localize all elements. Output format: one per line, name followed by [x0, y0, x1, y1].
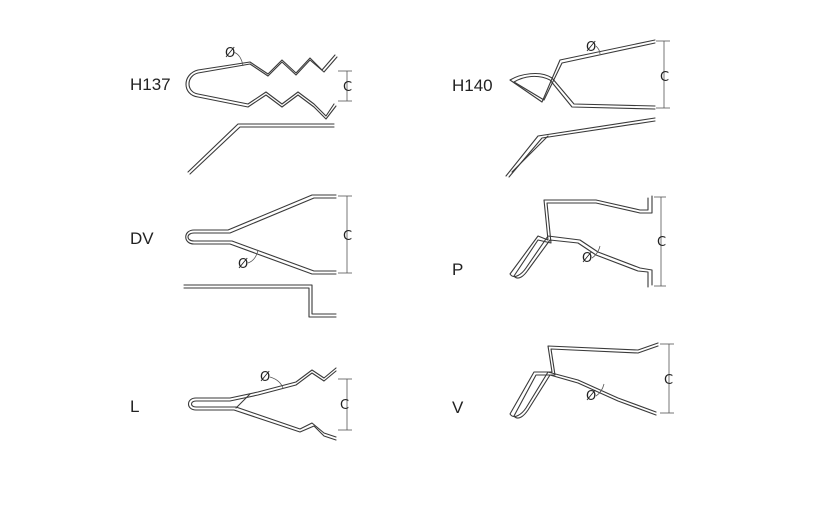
tie-label: H140: [452, 76, 493, 95]
tie-h137-top-view: [188, 56, 338, 117]
dimension-c-label: C: [343, 80, 352, 95]
diameter-label: Ø: [586, 389, 596, 404]
tie-label: V: [452, 398, 464, 417]
tie-l-view: [187, 367, 337, 441]
dimension-c-label: C: [340, 398, 349, 413]
tie-h137-side-view: [187, 123, 335, 173]
tie-label: L: [130, 397, 139, 416]
diameter-label: Ø: [238, 257, 248, 272]
tie-dv-side-view: [183, 284, 337, 315]
tie-v-view: [509, 342, 659, 417]
tie-v: V C Ø: [452, 342, 674, 419]
tie-dv-top-view: [185, 194, 337, 275]
diameter-label: Ø: [225, 46, 235, 61]
tie-label: P: [452, 260, 463, 279]
tie-dv: DV C Ø: [130, 194, 352, 318]
tie-label: DV: [130, 229, 154, 248]
tie-p: P C Ø: [452, 195, 666, 288]
tie-label: H137: [130, 75, 171, 94]
tie-h137: H137 C Ø: [130, 46, 352, 175]
tie-h140: H140 C Ø: [452, 39, 670, 178]
dimension-c-label: C: [657, 235, 666, 250]
diameter-label: Ø: [260, 370, 270, 385]
diameter-label: Ø: [582, 251, 592, 266]
tie-h140-side-view: [505, 117, 656, 177]
dimension-c-label: C: [664, 373, 673, 388]
tie-h140-top-view: [509, 39, 656, 107]
dimension-c-label: C: [343, 229, 352, 244]
tie-l: L C Ø: [130, 367, 352, 441]
tie-p-view: [509, 197, 653, 286]
dimension-c-label: C: [660, 70, 669, 85]
diameter-label: Ø: [586, 40, 596, 55]
